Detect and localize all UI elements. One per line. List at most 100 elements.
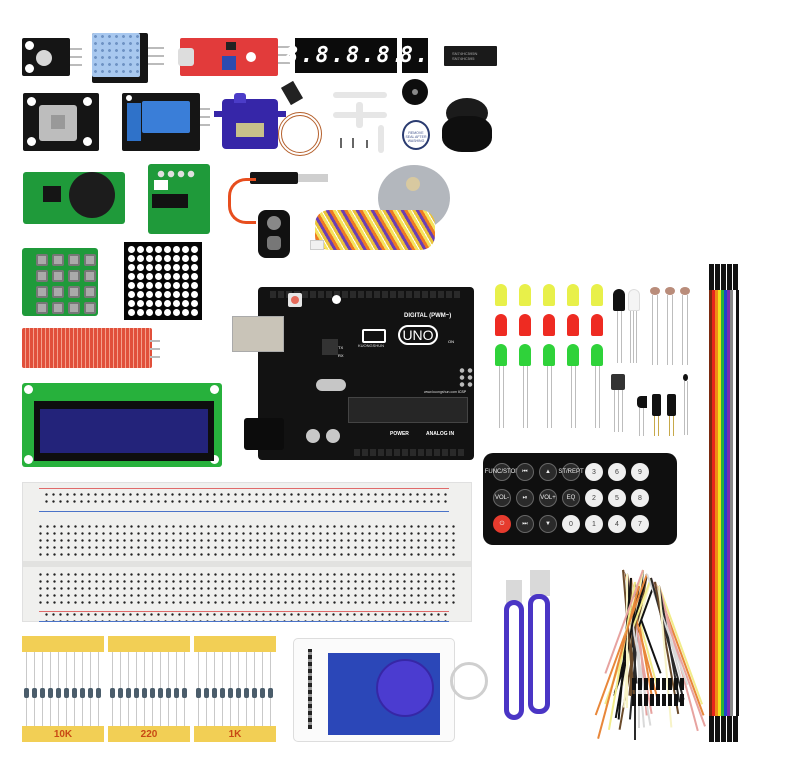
remote-button[interactable]: ▲ (539, 463, 557, 481)
remote-number-button[interactable]: 4 (608, 515, 626, 533)
stepper-cable (315, 210, 435, 250)
remote-number-button[interactable]: 7 (631, 515, 649, 533)
four-digit-seven-segment-display: 8.8.8.8. (285, 38, 405, 73)
servo-horn-arm (333, 92, 387, 98)
ir-receiver-led (613, 289, 625, 311)
led (495, 344, 507, 366)
remote-number-button[interactable]: 1 (585, 515, 603, 533)
lcd-screen (40, 409, 208, 453)
remote-button[interactable]: ⏯ (516, 489, 534, 507)
remote-number-button[interactable]: 6 (608, 463, 626, 481)
resistor (110, 688, 115, 698)
remote-button[interactable]: VOL- (493, 489, 511, 507)
icsp-label: ICSP (458, 390, 467, 394)
photoresistor (680, 287, 690, 295)
led (567, 344, 579, 366)
remote-number-button[interactable]: 9 (631, 463, 649, 481)
rfid-card-reader-module (293, 638, 455, 742)
ribbon-wire (724, 264, 727, 742)
jumper-wire (630, 578, 632, 696)
resistor (32, 688, 37, 698)
led-leg (499, 366, 500, 428)
remote-number-button[interactable]: 3 (585, 463, 603, 481)
led (591, 284, 603, 306)
remote-button[interactable]: ⏭ (516, 515, 534, 533)
led-leg (523, 366, 524, 428)
dupont-ribbon-cable (709, 264, 739, 742)
remote-number-button[interactable]: 5 (608, 489, 626, 507)
jumper-pin-housing (680, 694, 684, 706)
brand-face-logo (362, 329, 386, 343)
membrane-keypad-4x4 (22, 248, 98, 316)
led (567, 314, 579, 336)
remote-button[interactable]: FUNC/STOP (485, 463, 519, 481)
resistor (228, 688, 233, 698)
transistor (637, 396, 647, 408)
resistor (182, 688, 187, 698)
jumper-pin-housing (656, 678, 660, 690)
servo-motor (214, 93, 286, 149)
usb-cable (502, 570, 562, 730)
remote-button[interactable]: VOL+ (539, 489, 557, 507)
icsp-header (458, 367, 474, 389)
ribbon-wire (736, 264, 739, 742)
servo-horn-single (378, 125, 384, 153)
led-leg (551, 366, 552, 428)
resistor (260, 688, 265, 698)
remote-number-button[interactable]: 8 (631, 489, 649, 507)
resistor (252, 688, 257, 698)
jumper-pin-housing (674, 678, 678, 690)
sound-sensor-module (178, 38, 278, 76)
jumper-wire-bundle (592, 560, 706, 740)
photoresistor (665, 287, 675, 295)
tilt-switch (652, 394, 661, 416)
seven-segment-digit: 8. (399, 43, 431, 68)
shift-register-ic-chip: SN74HC595N SN74HC595 (444, 46, 497, 66)
analog-label: ANALOG IN (426, 431, 455, 437)
led (495, 314, 507, 336)
led (543, 344, 555, 366)
resistor (80, 688, 85, 698)
dc-power-jack (244, 418, 284, 450)
resistor (126, 688, 131, 698)
remote-button[interactable]: ST/REPT (558, 463, 584, 481)
led (543, 314, 555, 336)
resistor (236, 688, 241, 698)
led-leg (571, 366, 572, 428)
uno-logo: UNO (398, 325, 438, 345)
remote-button[interactable]: ⏮ (516, 463, 534, 481)
lcd-1602-display (22, 383, 222, 467)
servo-connector (280, 80, 304, 106)
screw (366, 140, 368, 148)
led-leg (547, 366, 548, 428)
crystal-oscillator (316, 379, 346, 391)
led (495, 284, 507, 306)
jumper-pin-housing (668, 694, 672, 706)
button-sensor-module (22, 38, 70, 76)
remote-number-button[interactable]: 2 (585, 489, 603, 507)
led (519, 314, 531, 336)
remote-button[interactable]: EQ (562, 489, 580, 507)
ribbon-wire (715, 264, 718, 742)
resistor (48, 688, 53, 698)
resistor (40, 688, 45, 698)
remote-button[interactable]: ⏻ (493, 515, 511, 533)
seven-segment-digits: 8.8.8.8. (285, 43, 407, 68)
led-leg (527, 366, 528, 428)
remote-number-button[interactable]: 0 (562, 515, 580, 533)
water-level-sensor (22, 328, 152, 368)
atmega-chip (348, 397, 468, 423)
battery-clip-wire (228, 178, 256, 224)
usb-b-port (232, 316, 284, 352)
remote-button[interactable]: ▼ (539, 515, 557, 533)
led-leg (595, 366, 596, 428)
dht11-sensor (92, 33, 148, 83)
resistor-tape-top (22, 636, 104, 652)
resistor (244, 688, 249, 698)
resistor (64, 688, 69, 698)
photoresistor (650, 287, 660, 295)
relay-module (122, 93, 200, 151)
rfid-key-fob (376, 659, 434, 717)
led-assortment (495, 284, 615, 430)
